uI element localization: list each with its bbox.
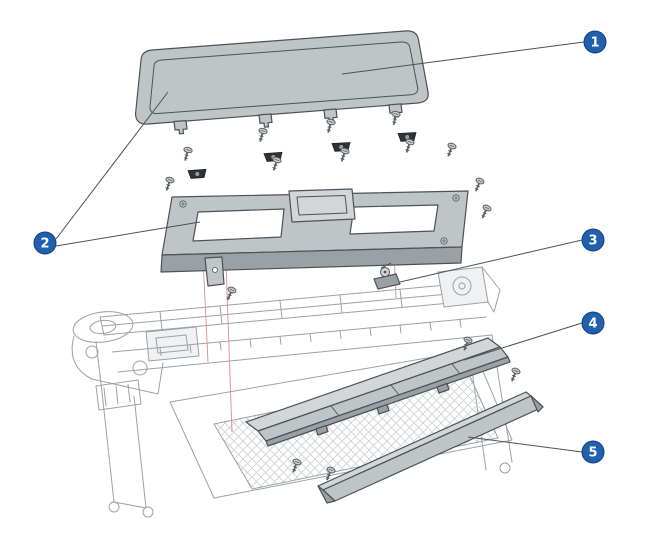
- caster-left-1: [108, 501, 120, 513]
- frame-screw-head: [440, 237, 448, 245]
- frame-screw-head: [452, 194, 460, 202]
- screw: [180, 145, 194, 163]
- hinge-clip: [187, 168, 208, 180]
- screw: [323, 117, 337, 135]
- part-rail-assembly: [373, 262, 401, 290]
- hinge-clips: [187, 132, 417, 180]
- left-cover-outline: [71, 335, 164, 395]
- left-subassembly: [95, 379, 142, 411]
- window-hinge-tab-2: [258, 113, 273, 128]
- guide-line-1: [202, 257, 209, 363]
- platen-tab-2: [376, 403, 390, 415]
- caster-left-2: [142, 506, 154, 518]
- frame-front-face: [160, 246, 463, 273]
- part-window-lid: [134, 30, 429, 135]
- part-top-cover-frame: [160, 188, 469, 287]
- screw: [477, 202, 493, 221]
- screw: [161, 175, 176, 193]
- right-end-bracket: [437, 266, 489, 308]
- screw: [222, 285, 238, 303]
- frame-screw-head: [179, 200, 187, 208]
- callout-3-label: 3: [588, 234, 597, 249]
- leader-line-4: [463, 322, 583, 361]
- screw: [471, 176, 486, 194]
- callout-4-label: 4: [588, 317, 597, 332]
- frame-center-bracket-detail: [296, 195, 348, 216]
- basket-frame: [169, 349, 513, 499]
- printhead-carriage: [145, 326, 200, 362]
- left-legs: [101, 391, 147, 509]
- trim-left-cap: [317, 485, 336, 504]
- callout-2: 2: [33, 231, 57, 255]
- leader-line-2a: [55, 91, 169, 240]
- window-lid-face: [134, 30, 429, 125]
- rail-part-hub: [383, 270, 387, 274]
- left-knob-1: [85, 345, 99, 359]
- roll-core: [89, 319, 117, 335]
- platen-segment-lines: [330, 363, 461, 417]
- callout-2-label: 2: [40, 237, 49, 252]
- frame-right-opening: [349, 204, 439, 235]
- leader-line-5: [467, 436, 583, 453]
- callout-5: 5: [581, 440, 605, 464]
- guide-line-2: [225, 263, 233, 433]
- screw: [443, 141, 458, 159]
- right-end-arm: [481, 266, 501, 313]
- callout-2-badge: [33, 231, 57, 255]
- platen-tab-3: [436, 382, 450, 394]
- callout-4-badge: [581, 311, 605, 335]
- leader-line-3: [399, 239, 583, 283]
- callout-1-label: 1: [590, 36, 599, 51]
- part-center-platen-cover: [245, 337, 511, 447]
- leader-lines: [55, 41, 585, 453]
- window-hinge-tab-1: [173, 120, 188, 135]
- frame-left-bracket-hole: [212, 267, 218, 273]
- roll-end: [72, 311, 134, 343]
- frame-left-opening: [192, 208, 285, 242]
- screw: [255, 126, 269, 144]
- leader-line-2b: [55, 221, 201, 247]
- rail-part-body: [373, 273, 401, 290]
- rail-ticks: [159, 288, 403, 330]
- right-gear: [452, 276, 472, 296]
- leader-line-1: [341, 41, 585, 75]
- platen-deck: [95, 316, 493, 393]
- part-front-trim-panel: [317, 391, 544, 504]
- platen-tab-1: [315, 424, 329, 436]
- caster-right: [499, 462, 511, 474]
- callout-1-badge: [583, 30, 607, 54]
- callout-4: 4: [581, 311, 605, 335]
- callout-3: 3: [581, 228, 605, 252]
- left-knob-2: [132, 360, 148, 376]
- window-lid-inner-outline: [149, 41, 419, 115]
- screw: [507, 366, 522, 384]
- callout-5-badge: [581, 440, 605, 464]
- lid-screws: [161, 109, 486, 194]
- right-gear-hub: [458, 282, 466, 290]
- trim-right-cap: [530, 395, 544, 413]
- rail-part-lever: [380, 262, 392, 269]
- callout-5-label: 5: [588, 446, 597, 461]
- callout-1: 1: [583, 30, 607, 54]
- platen-bottom-lip: [265, 356, 511, 447]
- carriage-rail: [99, 282, 473, 336]
- pinch-roller-ticks: [159, 318, 462, 356]
- callout-3-badge: [581, 228, 605, 252]
- frame-center-bracket: [288, 188, 356, 223]
- printer-body: [71, 266, 513, 518]
